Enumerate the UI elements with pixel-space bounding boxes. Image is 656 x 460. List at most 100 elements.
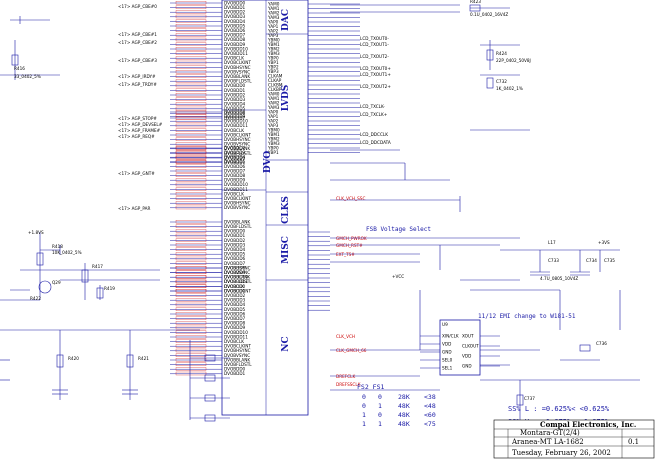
chip-pin-name: YAP3	[267, 33, 279, 38]
net-flag	[175, 97, 207, 101]
net-flag	[175, 266, 207, 270]
net-flag	[175, 316, 207, 320]
chip-pin-name: DVOBDD1	[224, 371, 246, 376]
fs-table-cell: <75	[424, 420, 436, 428]
chip-pin-name: YAP3	[267, 123, 279, 128]
chip-pin-name: DVOBDD5	[224, 106, 246, 111]
chip-pin-name: DVOBDD7	[224, 168, 246, 173]
net-flag	[175, 5, 207, 9]
net-flag	[175, 151, 207, 155]
fs-table-cell: 28K	[398, 393, 410, 401]
chip-pin-name: DVOBVSYNC	[224, 69, 250, 74]
misc-net-label: DREFCLK	[336, 374, 355, 379]
ref-designator: C734	[586, 258, 597, 263]
chip-pin-name: DVOBDD9	[224, 325, 246, 330]
net-flag	[175, 133, 207, 137]
fs-table-cell: <60	[424, 411, 436, 419]
net-flag	[175, 335, 207, 339]
chip-pin-name: DVOBHSYNC	[224, 137, 251, 142]
chip-pin-name: DVOBDD0	[224, 284, 246, 289]
net-flag	[175, 220, 207, 224]
ic-pin-name: XIN/CLK	[442, 333, 459, 338]
chip-pin-name: YAM3	[267, 105, 280, 110]
fs-table-cell: 48K	[398, 402, 410, 410]
chip-pin-name: YBM0	[267, 127, 280, 132]
net-flag	[175, 123, 207, 128]
fs-table-header: FS2 FS1	[357, 383, 384, 391]
misc-net-label: CLK_VCH_SSC	[336, 196, 365, 201]
chip-pin-name: YAM2	[267, 10, 280, 15]
chip-pin-name: DVOBDD5	[224, 159, 246, 164]
chip-pin-name: YBM1	[267, 132, 280, 137]
date: Tuesday, February 26, 2002	[512, 449, 611, 457]
net-flag	[175, 348, 207, 353]
chip-pin-name: YBM0	[267, 37, 280, 42]
agp-net-label: <17> AGP_CBE#0	[118, 4, 157, 9]
net-flag	[175, 10, 207, 14]
agp-net-label: <17> AGP_CBE#3	[118, 58, 157, 63]
company-name: Compal Electronics, Inc.	[540, 420, 636, 429]
fs-table-cell: 0	[362, 402, 366, 410]
chip-pin-name: DVOBDD7	[224, 316, 246, 321]
agp-net-label: <17> AGP_STOP#	[118, 116, 157, 121]
net-flag	[175, 243, 207, 247]
lvds-net-label: LCD_TXOUT0+	[360, 66, 391, 71]
fsb-voltage-note: FSB Voltage Select	[366, 226, 431, 233]
right-net-labels: LCD_TXOUT0-LCD_TXOUT1-LCD_TXOUT2-LCD_TXO…	[336, 36, 391, 387]
ic-pin-name: VDD	[442, 341, 451, 346]
net-flag	[175, 160, 207, 164]
ic-pin-name: XOUT	[462, 333, 474, 338]
net-flag	[175, 252, 207, 256]
section-lvds: LVDS	[281, 85, 291, 112]
chip-pin-name: DVOBDD1	[224, 288, 246, 293]
agp-net-label: <17> AGP_DEVSEL#	[118, 122, 163, 127]
section-clks: CLKS	[281, 196, 291, 224]
net-flag	[175, 93, 207, 97]
fs-table-cell: 48K	[398, 411, 410, 419]
chip-pin-name: DVOBDD2	[224, 92, 246, 97]
chip-pin-name: DVOBDD4	[224, 302, 246, 307]
net-flag	[175, 298, 207, 302]
net-flag	[175, 79, 207, 83]
ic-pin-name: CLKOUT	[462, 343, 479, 348]
chip-pin-name: DVOBDD6	[224, 111, 246, 116]
document-number: Aranea-MT LA-1682	[511, 438, 584, 446]
ic-pin-name: SEL1	[442, 365, 453, 370]
chip-pin-name: DVOBDD2	[224, 10, 246, 15]
ref-designator: R416	[14, 66, 25, 71]
chip-pin-name: DVOBCLK	[224, 284, 244, 289]
net-flag	[175, 279, 207, 284]
chip-pin-name: DVOBDD2	[224, 238, 246, 243]
chip-pin-name: DVOBDD11	[224, 334, 248, 339]
chip-pin-name: DVOBHSYNC	[224, 348, 251, 353]
chip-pin-name: DVOBDD8	[224, 265, 246, 270]
ss-low-spec: SS% L : =0.625%< <0.625%	[508, 405, 610, 413]
chip-pin-name: YAP1	[267, 24, 279, 29]
net-flag	[175, 229, 207, 233]
section-nc: NC	[281, 336, 291, 351]
ref-designator: R418	[52, 244, 63, 249]
fs-table-cell: 48K	[398, 420, 410, 428]
right-discrete-circuit	[330, 4, 640, 420]
net-flag	[175, 358, 207, 362]
net-flag	[175, 119, 207, 123]
chip-pin-name: YBP1	[267, 150, 279, 155]
chip-pin-name: DVOBDD9	[224, 114, 246, 119]
lvds-net-label: LCD_TXCLK+	[360, 112, 388, 117]
net-flag	[175, 164, 207, 168]
chip-pin-name: DVOBDD3	[224, 97, 246, 102]
net-flag	[175, 371, 207, 376]
chip-pin-name: DVOBDD1	[224, 5, 246, 10]
ref-designator: R421	[138, 356, 149, 361]
chip-pin-name: DVOBDD8	[224, 173, 246, 178]
chip-pin-name: DVOBCLKINT	[224, 60, 251, 65]
chip-pin-name: YAP1	[267, 114, 279, 119]
chip-pin-name: YAP0	[267, 109, 279, 114]
agp-net-label: <17> AGP_IRDY#	[118, 74, 156, 79]
chip-pin-name: YBM3	[267, 141, 280, 146]
misc-net-label: CLK_GMCH_66	[336, 348, 367, 353]
chip-pin-name: CLKBM	[268, 82, 283, 87]
agp-net-label: <17> AGP_PAR	[118, 206, 150, 211]
net-flag	[175, 192, 207, 196]
chip-pin-name: YBM2	[267, 46, 280, 51]
